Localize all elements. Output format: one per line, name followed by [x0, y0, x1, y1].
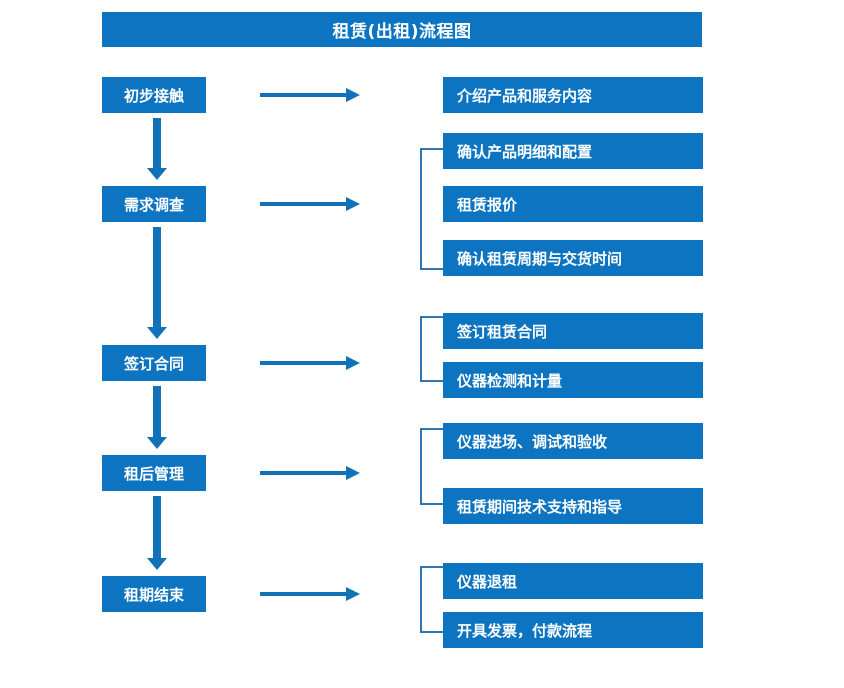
- horizontal-arrow-3: [260, 356, 360, 370]
- detail-box-6[interactable]: 仪器检测和计量: [443, 362, 703, 398]
- detail-box-5[interactable]: 签订租赁合同: [443, 313, 703, 349]
- horizontal-arrow-1: [260, 88, 360, 102]
- detail-box-1[interactable]: 介绍产品和服务内容: [443, 77, 703, 113]
- stage-box-2[interactable]: 需求调查: [102, 186, 206, 222]
- detail-box-3[interactable]: 租赁报价: [443, 186, 703, 222]
- stage-box-3[interactable]: 签订合同: [102, 345, 206, 381]
- stage-box-4[interactable]: 租后管理: [102, 455, 206, 491]
- bracket-group-4: [420, 428, 443, 505]
- detail-box-4[interactable]: 确认租赁周期与交货时间: [443, 240, 703, 276]
- stage-box-1[interactable]: 初步接触: [102, 77, 206, 113]
- horizontal-arrow-2: [260, 197, 360, 211]
- stage-box-5[interactable]: 租期结束: [102, 576, 206, 612]
- vertical-arrow-1: [147, 118, 167, 180]
- horizontal-arrow-5: [260, 587, 360, 601]
- detail-box-2[interactable]: 确认产品明细和配置: [443, 133, 703, 169]
- bracket-group-5: [420, 566, 443, 633]
- detail-box-8[interactable]: 租赁期间技术支持和指导: [443, 488, 703, 524]
- detail-box-9[interactable]: 仪器退租: [443, 563, 703, 599]
- detail-box-7[interactable]: 仪器进场、调试和验收: [443, 423, 703, 459]
- page-title: 租赁(出租)流程图: [102, 12, 702, 47]
- vertical-arrow-3: [147, 386, 167, 449]
- detail-box-10[interactable]: 开具发票，付款流程: [443, 612, 703, 648]
- vertical-arrow-4: [147, 496, 167, 570]
- vertical-arrow-2: [147, 227, 167, 339]
- bracket-group-3: [420, 316, 443, 382]
- bracket-group-2: [420, 148, 443, 270]
- horizontal-arrow-4: [260, 466, 360, 480]
